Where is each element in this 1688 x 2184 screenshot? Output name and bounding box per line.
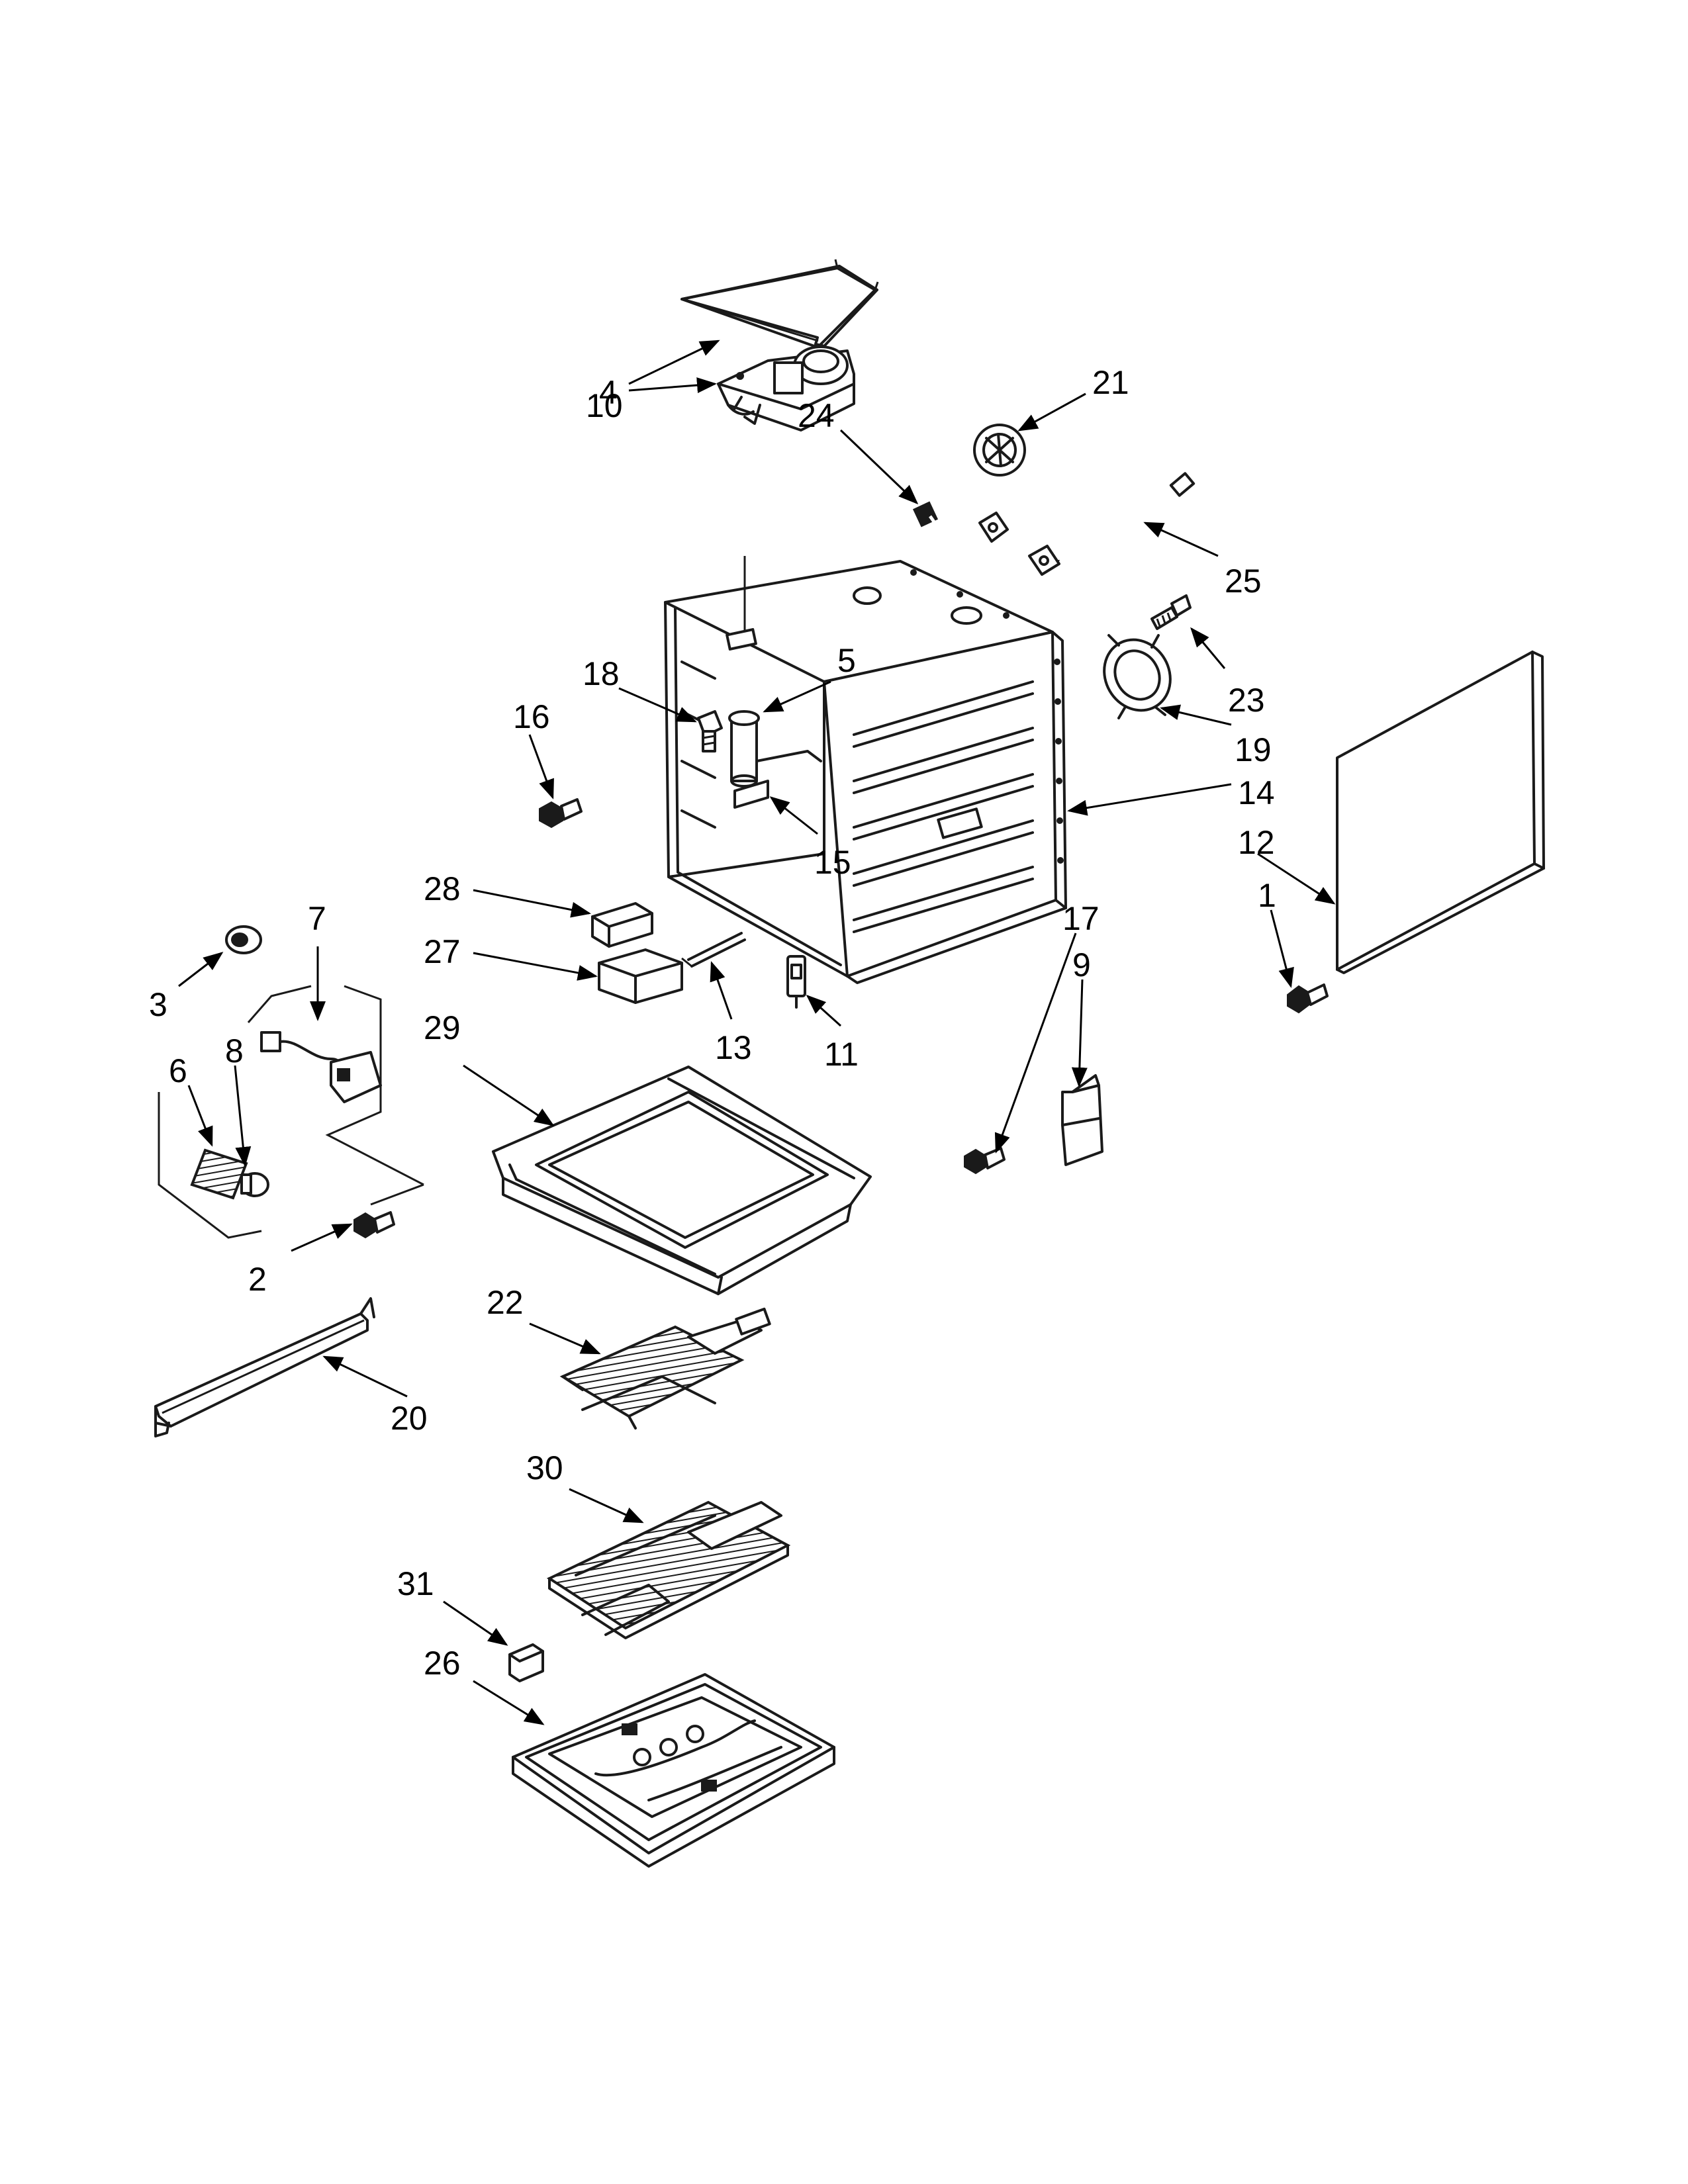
leader-28 [473, 889, 591, 918]
callout-26: 26 [424, 1645, 461, 1682]
leader-3 [178, 952, 224, 987]
callout-30: 30 [526, 1449, 563, 1486]
callout-3: 3 [149, 986, 167, 1023]
leader-22 [529, 1322, 601, 1355]
part-29-door-panel [492, 1066, 872, 1295]
leader-13 [710, 961, 733, 1020]
callout-4: 4 [599, 374, 618, 411]
callout-1: 1 [1258, 877, 1276, 914]
leader-26 [473, 1680, 545, 1725]
part-22-broil-burner [559, 1307, 771, 1430]
part-4-valve-assembly [717, 345, 855, 432]
leader-24 [839, 429, 919, 505]
leader-23 [1190, 627, 1226, 669]
leader-16 [528, 734, 554, 799]
callout-10: 10 [586, 387, 623, 424]
part-17-screw [964, 1147, 1006, 1175]
leader-25 [1143, 522, 1219, 557]
leader-30 [569, 1488, 644, 1524]
callout-20: 20 [391, 1400, 428, 1437]
part-31-clip [508, 1643, 544, 1682]
callout-25: 25 [1225, 563, 1262, 600]
part-21-grommet [973, 424, 1026, 477]
part-19-burner-mount [1103, 634, 1172, 719]
leader-18 [618, 687, 697, 723]
part-24-gas-tube [912, 501, 1009, 572]
part-7-light-assembly [158, 985, 424, 1239]
part-11-clip [786, 955, 806, 1009]
callout-13: 13 [715, 1029, 752, 1066]
part-9-bracket [1061, 1074, 1103, 1166]
callout-2: 2 [248, 1261, 267, 1298]
callout-21: 21 [1092, 364, 1129, 401]
leader-9 [1071, 979, 1088, 1087]
part-20-rail [154, 1297, 375, 1437]
callout-29: 29 [424, 1009, 461, 1046]
part-1-screw [1287, 983, 1329, 1014]
leader-19 [1160, 704, 1232, 726]
part-15-bracket [733, 780, 769, 809]
leader-5 [763, 680, 831, 713]
part-2-screw [353, 1211, 395, 1239]
part-25-gas-tube [1028, 472, 1196, 578]
leader-12 [1257, 852, 1336, 905]
part-18-fitting [697, 710, 723, 752]
callout-19: 19 [1235, 731, 1272, 768]
part-8-bulb [240, 1172, 269, 1197]
callout-6: 6 [169, 1052, 187, 1089]
part-12-side-panel [1336, 651, 1545, 974]
callout-8: 8 [225, 1032, 244, 1069]
part-23-screw [1150, 594, 1192, 630]
leader-8 [234, 1065, 252, 1167]
callout-11: 11 [824, 1036, 859, 1073]
callout-27: 27 [424, 933, 461, 970]
callout-7: 7 [308, 900, 326, 937]
leader-20 [322, 1355, 408, 1398]
part-27-insulation-block [598, 948, 683, 1004]
callout-24: 24 [798, 397, 835, 434]
callout-15: 15 [814, 844, 851, 881]
leader-2 [291, 1223, 353, 1252]
part-5-igniter [728, 710, 822, 788]
leader-11 [806, 994, 842, 1027]
part-16-screw [539, 798, 583, 829]
callout-31: 31 [397, 1565, 434, 1602]
callout-9: 9 [1072, 946, 1091, 983]
leader-14 [1067, 783, 1232, 816]
leader-10 [628, 340, 720, 385]
leader-lines [178, 340, 1336, 1725]
part-10-heat-shield [680, 259, 879, 352]
leader-17 [994, 933, 1077, 1154]
leader-31 [443, 1600, 508, 1646]
leader-4 [628, 377, 717, 394]
leader-15 [769, 796, 818, 835]
leader-21 [1017, 392, 1086, 432]
callout-5: 5 [837, 642, 856, 679]
part-3-knob [225, 925, 262, 954]
leader-1 [1270, 909, 1294, 988]
part-26-burner-tray [512, 1673, 835, 1868]
part-30-bake-burner [546, 1500, 791, 1639]
part-28-bracket [591, 902, 653, 948]
callout-14: 14 [1238, 774, 1275, 811]
leader-6 [187, 1085, 213, 1147]
callout-labels: 10 21 24 4 25 5 18 23 19 16 14 15 12 28 … [149, 364, 1276, 1682]
part-13-rod [681, 932, 746, 968]
leader-29 [463, 1064, 555, 1126]
callout-12: 12 [1238, 824, 1275, 861]
callout-23: 23 [1228, 682, 1265, 719]
callout-28: 28 [424, 870, 461, 907]
part-14-oven-cavity [664, 556, 1067, 984]
callout-16: 16 [513, 698, 550, 735]
callout-18: 18 [583, 655, 620, 692]
part-6-lens [190, 1148, 248, 1200]
leader-27 [473, 952, 598, 981]
callout-22: 22 [487, 1284, 524, 1321]
callout-17: 17 [1062, 900, 1100, 937]
